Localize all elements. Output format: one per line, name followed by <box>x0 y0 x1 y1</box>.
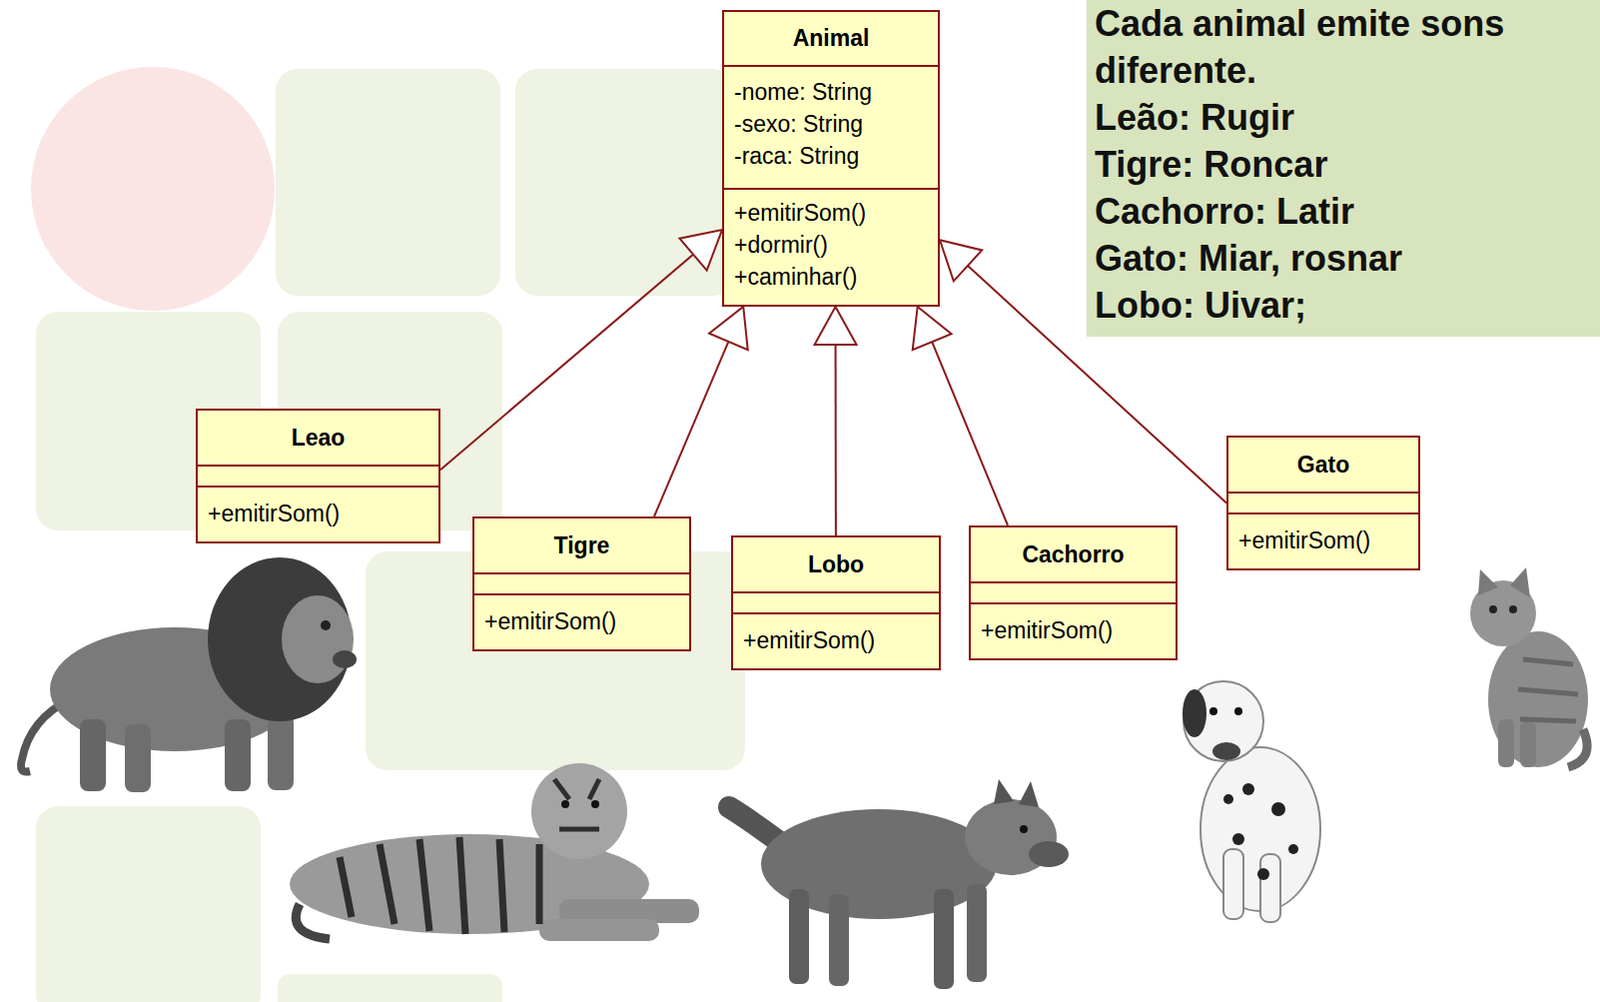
class-name-compartment: Tigre <box>474 518 690 573</box>
operation-compartment: +emitirSom() <box>474 593 690 650</box>
operation: +emitirSom() <box>734 196 866 229</box>
cat-picture <box>1470 567 1589 768</box>
decor-tile <box>515 68 736 296</box>
inheritance-arrow <box>814 306 857 536</box>
note-line: Lobo: Uivar; <box>1094 281 1593 329</box>
wolf-picture <box>729 779 1069 989</box>
class-box: Lobo +emitirSom() <box>731 535 941 671</box>
hollow-triangle-head <box>709 306 749 350</box>
note-line: Leão: Rugir <box>1094 93 1593 141</box>
operation: +emitirSom() <box>980 614 1113 647</box>
attribute-compartment <box>733 591 939 613</box>
class-box: Gato +emitirSom() <box>1226 435 1421 571</box>
attribute: -nome: String <box>734 75 872 108</box>
note-panel: Cada animal emite sons diferente.Leão: R… <box>1086 0 1600 337</box>
attribute-compartment: -nome: String-sexo: String-raca: String <box>724 64 938 188</box>
class-name-compartment: Cachorro <box>970 527 1176 582</box>
hollow-triangle-head <box>679 229 723 271</box>
attribute: -sexo: String <box>734 107 863 140</box>
lion-picture <box>20 557 357 793</box>
class-name: Animal <box>793 24 870 52</box>
attribute-compartment <box>197 464 439 486</box>
connector-line <box>834 344 837 536</box>
dog-picture <box>1182 681 1321 922</box>
class-name: Lobo <box>807 551 864 579</box>
class-name: Tigre <box>554 532 611 560</box>
class-box: Tigre +emitirSom() <box>472 516 692 652</box>
operation-compartment: +emitirSom() <box>197 485 439 542</box>
attribute-compartment <box>474 572 690 594</box>
hollow-triangle-head <box>912 306 952 350</box>
class-name-compartment: Leao <box>197 410 439 465</box>
class-name: Leao <box>291 424 346 452</box>
class-name-compartment: Gato <box>1228 437 1419 492</box>
operation: +emitirSom() <box>207 497 340 530</box>
slide-decor <box>30 66 746 1002</box>
connector-line <box>440 254 694 471</box>
attribute-compartment <box>970 581 1176 603</box>
operation-compartment: +emitirSom() <box>1228 512 1419 569</box>
operation-compartment: +emitirSom() <box>970 602 1176 659</box>
attribute-compartment <box>1228 491 1419 513</box>
operation: +emitirSom() <box>484 605 617 638</box>
class-name-compartment: Lobo <box>733 537 939 592</box>
class-name: Cachorro <box>1021 541 1124 569</box>
inheritance-arrow <box>440 229 723 470</box>
tiger-picture <box>289 763 700 941</box>
note-heading: Cada animal emite sons diferente. <box>1094 0 1593 94</box>
note-line: Cachorro: Latir <box>1094 187 1593 235</box>
operation: +emitirSom() <box>743 624 875 657</box>
operation: +dormir() <box>734 228 828 261</box>
note-line: Tigre: Roncar <box>1094 140 1593 188</box>
class-name-compartment: Animal <box>724 11 938 65</box>
operation: +emitirSom() <box>1238 524 1371 557</box>
note-line: Gato: Miar, rosnar <box>1094 234 1593 282</box>
connector-line <box>654 341 729 517</box>
decor-tile <box>277 973 503 1002</box>
class-box: Animal -nome: String-sexo: String-raca: S… <box>722 9 940 307</box>
inheritance-arrow <box>654 306 749 517</box>
operation-compartment: +emitirSom()+dormir()+caminhar() <box>724 187 938 305</box>
operation: +caminhar() <box>734 260 857 293</box>
attribute: -raca: String <box>734 139 859 172</box>
hollow-triangle-head <box>939 239 982 281</box>
decor-tile <box>35 805 261 1002</box>
operation-compartment: +emitirSom() <box>733 612 939 669</box>
class-box: Cachorro +emitirSom() <box>968 525 1178 661</box>
connector-line <box>931 341 1008 526</box>
class-name: Gato <box>1297 451 1350 479</box>
hollow-triangle-head <box>814 306 857 345</box>
class-box: Leao +emitirSom() <box>195 408 441 544</box>
decor-circle <box>30 66 275 311</box>
inheritance-arrow <box>912 306 1008 526</box>
decor-tile <box>275 68 501 296</box>
